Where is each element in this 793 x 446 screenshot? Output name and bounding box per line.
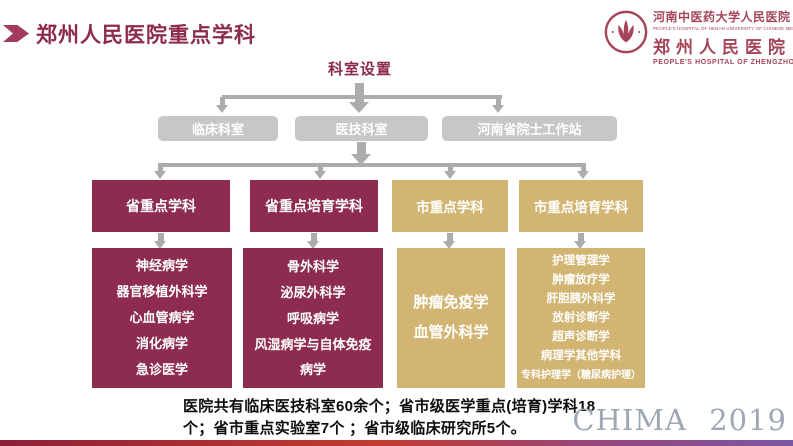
connector — [158, 163, 586, 167]
connector-arrow-icon — [307, 241, 319, 249]
connector-arrow-icon — [492, 105, 504, 113]
page-title: 郑州人民医院重点学科 — [36, 24, 256, 47]
dept-box-academician-station: 河南省院士工作站 — [442, 116, 617, 141]
discipline-item: 护理管理学 — [552, 254, 610, 267]
category-box-city-key: 市重点学科 — [392, 180, 508, 232]
category-label: 省重点学科 — [126, 198, 196, 214]
connector — [318, 165, 323, 172]
logo-en-name: PEOPLE'S HOSPITAL OF ZHENGZHOU — [653, 59, 793, 66]
discipline-list-province-key: 神经病学 器官移植外科学 心血管病学 消化病学 急诊医学 — [92, 248, 232, 388]
dept-box-label: 医技科室 — [335, 122, 388, 137]
connector — [447, 233, 453, 242]
discipline-item: 超声诊断学 — [552, 330, 610, 343]
connector — [496, 97, 501, 106]
connector — [311, 233, 317, 242]
chima-watermark: CHIMA 2019 — [572, 403, 787, 437]
connector-arrow-icon — [577, 171, 589, 179]
connector — [448, 165, 453, 172]
category-label: 市重点学科 — [416, 200, 484, 215]
connector — [158, 165, 163, 172]
category-box-province-cultivated: 省重点培育学科 — [250, 180, 378, 232]
title-arrow-icon — [3, 25, 29, 42]
connector — [578, 233, 584, 242]
discipline-item: 泌尿外科学 — [280, 285, 346, 300]
discipline-list-province-cultivated: 骨外科学 泌尿外科学 呼吸病学 风湿病学与自体免疫病学 — [243, 248, 383, 388]
hospital-seal-icon — [604, 10, 648, 54]
discipline-list-city-cultivated: 护理管理学 肿瘤放疗学 肝胆胰外科学 放射诊断学 超声诊断学 病理学其他学科 专… — [517, 248, 645, 388]
discipline-item: 器官移植外科学 — [116, 284, 208, 299]
connector-arrow-icon — [574, 241, 586, 249]
logo-text: 河南中医药大学人民医院 PEOPLE'S HOSPITAL OF HENAN U… — [653, 8, 793, 66]
logo-cn-affiliation: 河南中医药大学人民医院 — [653, 10, 791, 24]
logo-en-affiliation: PEOPLE'S HOSPITAL OF HENAN UNIVERSITY OF… — [653, 26, 793, 31]
dept-box-clinical: 临床科室 — [158, 116, 278, 141]
connector-arrow-icon — [154, 241, 166, 249]
discipline-item: 专科护理学（糖尿病护理） — [521, 369, 641, 381]
discipline-item: 血管外科学 — [413, 324, 489, 341]
hospital-logo: 河南中医药大学人民医院 PEOPLE'S HOSPITAL OF HENAN U… — [600, 8, 793, 66]
category-box-province-key: 省重点学科 — [92, 180, 230, 232]
connector — [357, 142, 366, 156]
connector — [158, 233, 164, 242]
logo-cn-name: 郑州人民医院 — [653, 38, 791, 57]
connector — [220, 97, 225, 106]
connector-arrow-icon — [443, 241, 455, 249]
discipline-list-city-key: 肿瘤免疫学 血管外科学 — [397, 248, 505, 388]
dept-box-label: 临床科室 — [191, 122, 244, 137]
discipline-item: 急诊医学 — [135, 362, 188, 377]
connector — [581, 165, 586, 172]
discipline-item: 风湿病学与自体免疫病学 — [254, 337, 372, 377]
connector-arrow-icon — [154, 171, 166, 179]
discipline-item: 呼吸病学 — [286, 311, 339, 326]
discipline-item: 心血管病学 — [129, 310, 195, 325]
discipline-item: 骨外科学 — [286, 259, 339, 274]
discipline-item: 神经病学 — [135, 258, 188, 273]
connector-arrow-icon — [349, 102, 369, 113]
root-label: 科室设置 — [327, 61, 392, 78]
connector-arrow-icon — [314, 171, 326, 179]
summary-text: 医院共有临床医技科室60余个；省市级医学重点(培育)学科18个；省市重点实验室7… — [183, 398, 596, 437]
bottom-gradient-bar — [0, 440, 793, 446]
discipline-item: 肿瘤放疗学 — [552, 273, 610, 286]
discipline-item: 肿瘤免疫学 — [413, 294, 489, 311]
connector-arrow-icon — [444, 171, 456, 179]
category-label: 省重点培育学科 — [265, 198, 363, 214]
discipline-item: 消化病学 — [135, 336, 188, 351]
category-box-city-cultivated: 市重点培育学科 — [519, 180, 643, 232]
connector — [355, 83, 364, 103]
dept-box-label: 河南省院士工作站 — [477, 122, 582, 137]
connector-arrow-icon — [351, 154, 371, 165]
dept-box-medtech: 医技科室 — [295, 116, 428, 141]
connector-arrow-icon — [216, 105, 228, 113]
discipline-item: 病理学其他学科 — [540, 349, 622, 362]
discipline-item: 放射诊断学 — [552, 311, 610, 324]
category-label: 市重点培育学科 — [533, 200, 629, 215]
discipline-item: 肝胆胰外科学 — [546, 292, 616, 305]
